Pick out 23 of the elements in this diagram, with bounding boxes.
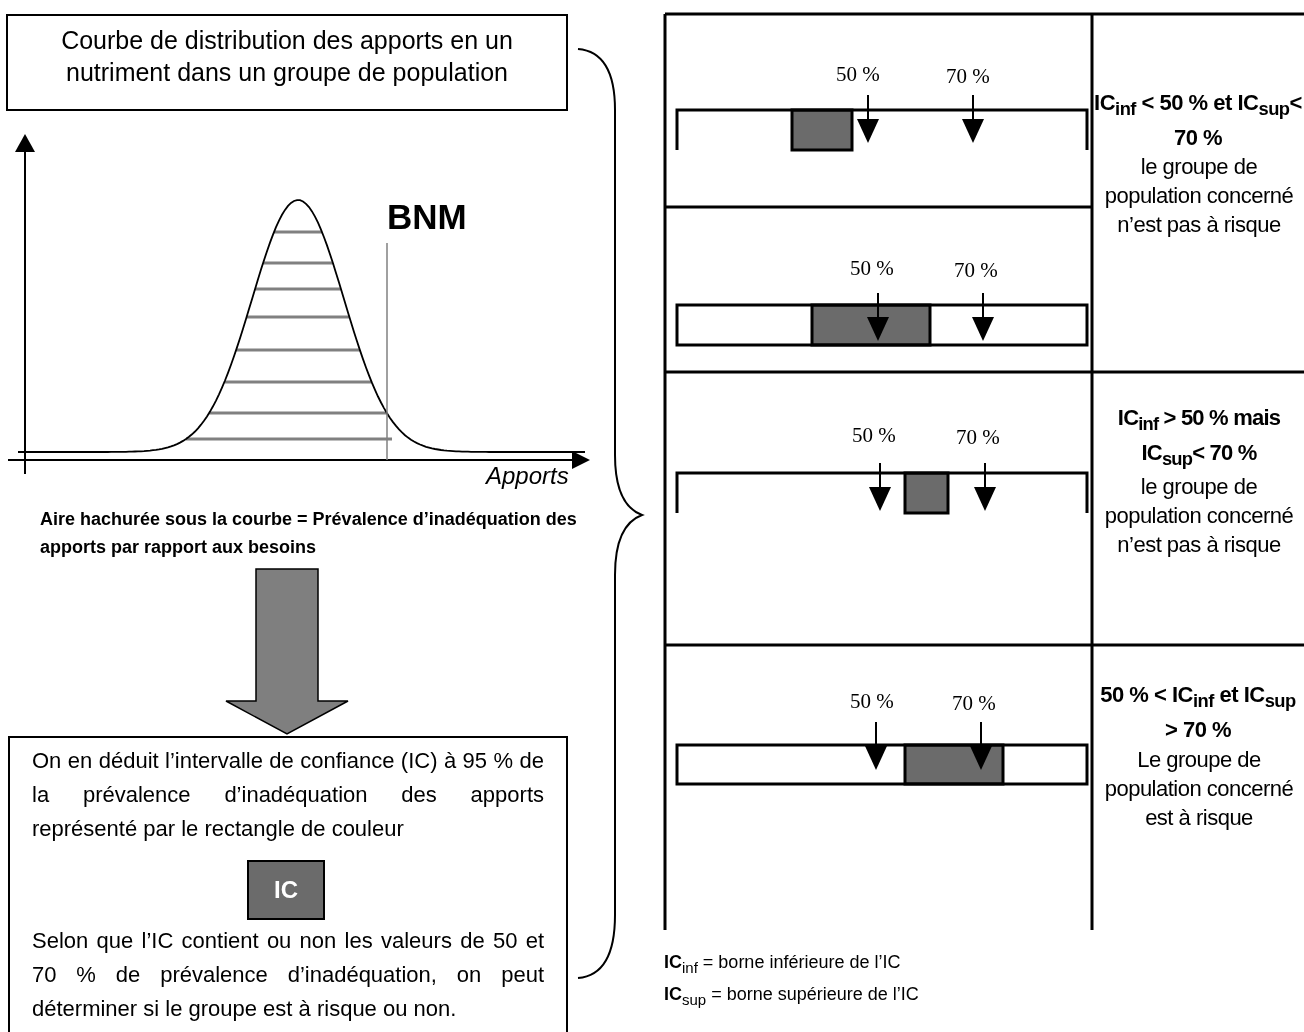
condition-text: 50 % < IC$_{inf}$ et IC$_{sup}$ > 70 %: [1099, 681, 1297, 745]
explanation-box: [8, 736, 568, 1032]
definition-text: IC$_{sup}$ = borne supérieure de l’IC: [664, 984, 919, 1008]
percent-label: 70 %: [952, 691, 996, 716]
paragraph-text: On en déduit l’intervalle de confiance (IC) à 95 % de la prévalence d’inadéquation des apports représenté par le rectangle de couleur: [32, 747, 544, 843]
percent-label: 70 %: [954, 258, 998, 283]
result-text: Le groupe de population concerné est à risque: [1104, 746, 1294, 832]
percent-label: 50 %: [852, 423, 896, 448]
ic-rectangle: IC: [247, 860, 325, 920]
definition-text: IC$_{inf}$ = borne inférieure de l’IC: [664, 952, 901, 976]
title-box: Courbe de distribution des apports en un nutriment dans un groupe de population: [6, 14, 568, 111]
result-text: le groupe de population concerné n’est pas à risque: [1104, 473, 1294, 559]
percent-label: 50 %: [850, 256, 894, 281]
percent-label: 50 %: [836, 62, 880, 87]
axis-label: Apports: [486, 462, 569, 490]
block-arrow: [225, 568, 349, 735]
percent-label: 70 %: [956, 425, 1000, 450]
bnm-label: BNM: [387, 197, 467, 237]
caption-text: Aire hachurée sous la courbe = Prévalence d’inadéquation des apports par rapport aux besoins: [40, 505, 600, 565]
percent-label: 70 %: [946, 64, 990, 89]
result-text: le groupe de population concerné n’est pas à risque: [1104, 153, 1294, 239]
percent-label: 50 %: [850, 689, 894, 714]
paragraph-text: Selon que l’IC contient ou non les valeurs de 50 et 70 % de prévalence d’inadéquation, on peut déterminer si le groupe est à risque ou non.: [32, 927, 544, 1023]
